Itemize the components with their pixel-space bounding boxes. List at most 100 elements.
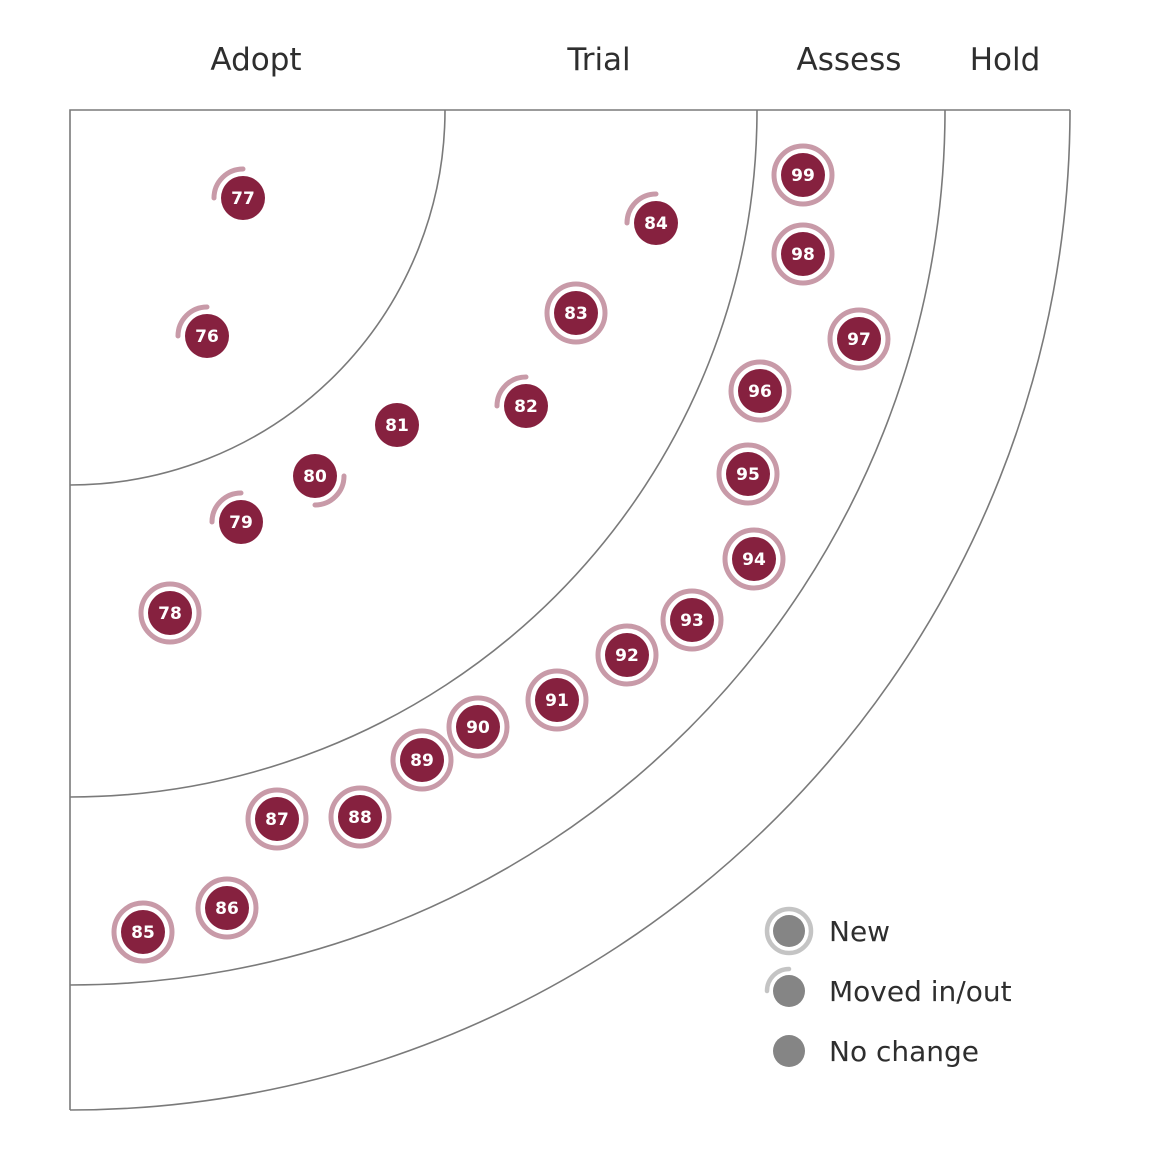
blip-number: 80 (303, 467, 327, 487)
blip-93[interactable]: 93 (660, 588, 724, 652)
blip-87[interactable]: 87 (245, 787, 309, 851)
blip-new-ring (660, 588, 724, 652)
blip-number: 99 (791, 166, 815, 186)
blip-97[interactable]: 97 (827, 307, 891, 371)
blip-moved-arc (312, 473, 347, 508)
blip-number: 98 (791, 245, 815, 265)
blip-90[interactable]: 90 (446, 695, 510, 759)
blip-layer: 76 77 78 79 80 81 82 83 84 85 86 87 88 89 90 91 92 93 94 95… (111, 143, 891, 964)
blip-80[interactable]: 80 (293, 454, 347, 508)
blip-98[interactable]: 98 (771, 222, 835, 286)
legend-no-change-label: No change (829, 1035, 979, 1068)
blip-91[interactable]: 91 (525, 668, 589, 732)
blip-dot (605, 633, 649, 677)
blip-moved-arc (494, 374, 529, 409)
blip-85[interactable]: 85 (111, 900, 175, 964)
blip-dot (456, 705, 500, 749)
blip-76[interactable]: 76 (175, 304, 229, 358)
ring-label-hold: Hold (970, 42, 1041, 78)
blip-84[interactable]: 84 (624, 191, 678, 245)
blip-dot (634, 201, 678, 245)
blip-new-ring (771, 222, 835, 286)
blip-number: 89 (410, 751, 434, 771)
ring-boundary-hold (69, 109, 1071, 1111)
blip-number: 81 (385, 416, 409, 436)
blip-dot (781, 153, 825, 197)
blip-number: 84 (644, 214, 668, 234)
blip-new-ring (525, 668, 589, 732)
blip-dot (375, 403, 419, 447)
legend-moved-label: Moved in/out (829, 975, 1012, 1008)
blip-number: 76 (195, 327, 219, 347)
blip-dot (732, 537, 776, 581)
blip-number: 90 (466, 718, 490, 738)
blip-77[interactable]: 77 (211, 166, 265, 220)
blip-number: 78 (158, 604, 182, 624)
blip-new-ring (722, 527, 786, 591)
blip-new-ring (390, 728, 454, 792)
blip-dot (400, 738, 444, 782)
blip-new-ring (595, 623, 659, 687)
ring-label-trial: Trial (566, 42, 630, 78)
blip-moved-arc (624, 191, 659, 226)
blip-dot (726, 452, 770, 496)
blip-99[interactable]: 99 (771, 143, 835, 207)
ring-boundary-trial (69, 109, 758, 798)
blip-number: 96 (748, 382, 772, 402)
blip-81[interactable]: 81 (375, 403, 419, 447)
blip-number: 83 (564, 304, 588, 324)
blip-number: 88 (348, 808, 372, 828)
blip-88[interactable]: 88 (328, 785, 392, 849)
blip-new-ring (111, 900, 175, 964)
blip-95[interactable]: 95 (716, 442, 780, 506)
blip-new-ring (827, 307, 891, 371)
blip-new-ring (771, 143, 835, 207)
blip-dot (293, 454, 337, 498)
blip-dot (504, 384, 548, 428)
blip-89[interactable]: 89 (390, 728, 454, 792)
blip-78[interactable]: 78 (138, 581, 202, 645)
blip-number: 93 (680, 611, 704, 631)
blip-dot (738, 369, 782, 413)
blip-number: 79 (229, 513, 253, 533)
blip-moved-arc (175, 304, 210, 339)
ring-label-assess: Assess (797, 42, 902, 78)
blip-dot (148, 591, 192, 635)
blip-82[interactable]: 82 (494, 374, 548, 428)
blip-79[interactable]: 79 (209, 490, 263, 544)
blip-number: 91 (545, 691, 569, 711)
blip-86[interactable]: 86 (195, 876, 259, 940)
blip-dot (781, 232, 825, 276)
quadrant-frame (69, 109, 1070, 1110)
blip-moved-arc (209, 490, 244, 525)
blip-new-ring (195, 876, 259, 940)
blip-new-ring (446, 695, 510, 759)
blip-dot (205, 886, 249, 930)
blip-number: 77 (231, 189, 255, 209)
blip-dot (338, 795, 382, 839)
blip-new-ring (716, 442, 780, 506)
blip-dot (554, 291, 598, 335)
blip-new-ring (544, 281, 608, 345)
blip-number: 94 (742, 550, 766, 570)
ring-boundary-adopt (69, 109, 446, 486)
ring-label-adopt: Adopt (210, 42, 301, 78)
blip-number: 92 (615, 646, 639, 666)
blip-dot (535, 678, 579, 722)
blip-dot (121, 910, 165, 954)
blip-number: 97 (847, 330, 871, 350)
blip-number: 95 (736, 465, 760, 485)
blip-number: 86 (215, 899, 239, 919)
blip-dot (221, 176, 265, 220)
blip-92[interactable]: 92 (595, 623, 659, 687)
blip-moved-arc (211, 166, 246, 201)
blip-83[interactable]: 83 (544, 281, 608, 345)
legend-new-marker (764, 906, 814, 956)
legend: New Moved in/out No change (764, 906, 1012, 1068)
blip-94[interactable]: 94 (722, 527, 786, 591)
radar-grid (69, 109, 1071, 1111)
blip-96[interactable]: 96 (728, 359, 792, 423)
legend-no-change-marker (773, 1035, 805, 1067)
legend-moved-marker (764, 966, 805, 1007)
